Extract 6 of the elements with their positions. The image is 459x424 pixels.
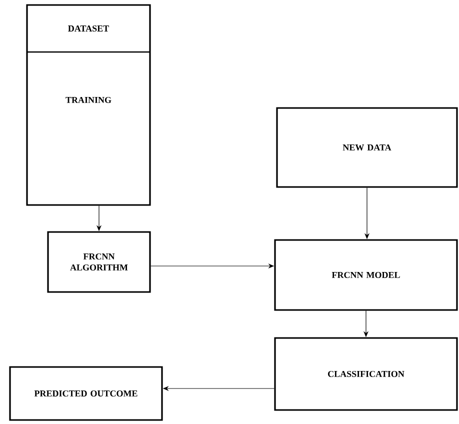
process-box: DATASET TRAINING bbox=[26, 4, 151, 206]
node-label: PREDICTED OUTCOME bbox=[34, 390, 138, 397]
node-label: NEW DATA bbox=[342, 144, 392, 151]
node-label: FRCNN ALGORITHM bbox=[70, 253, 128, 271]
node-label: CLASSIFICATION bbox=[328, 370, 404, 378]
node-label: FRCNN MODEL bbox=[332, 272, 400, 278]
